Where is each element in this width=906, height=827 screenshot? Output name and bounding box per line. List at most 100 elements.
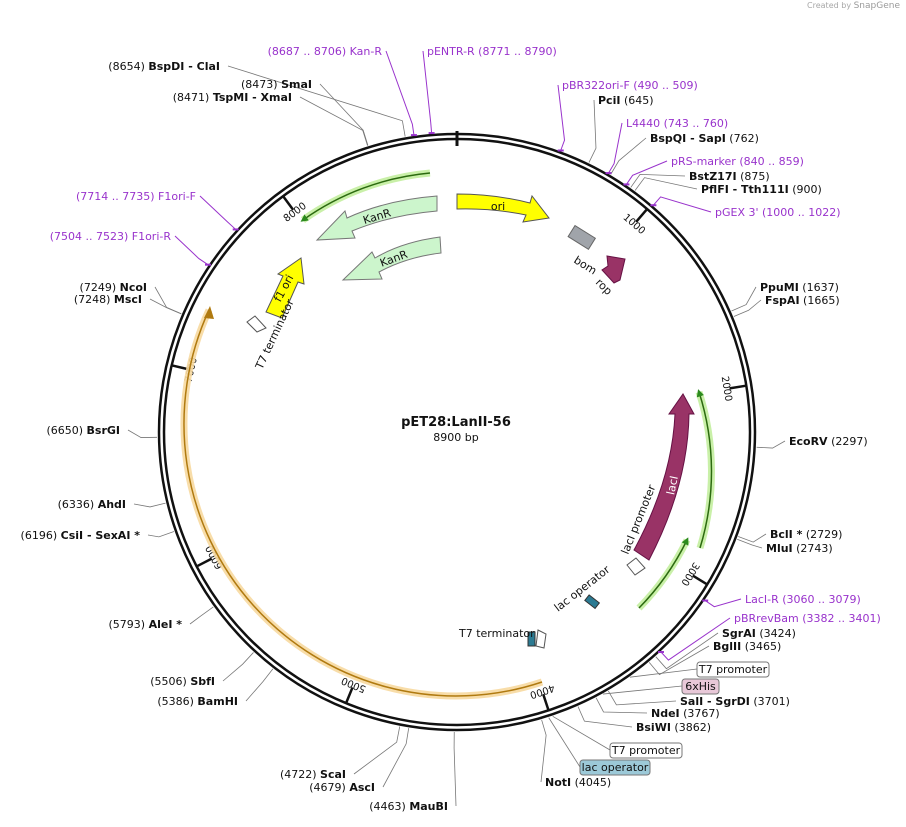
tick-mark [196, 557, 213, 568]
primer-label: LacI-R (3060 .. 3079) [745, 593, 861, 606]
site-leader-line [630, 173, 686, 188]
site-leader-line [245, 668, 274, 702]
tick-mark [692, 574, 708, 585]
site-label: (5793) AleI * [109, 618, 183, 631]
tick-label: 2000 [719, 375, 734, 402]
tick-label: 3000 [678, 560, 701, 587]
laci-arrow [633, 393, 695, 561]
site-leader-line [382, 728, 410, 788]
t7-terminator-bottom-mark [535, 629, 547, 649]
primer-leader-line [608, 122, 623, 174]
boxed-feature-box [579, 759, 651, 776]
primer-label: (7504 .. 7523) F1ori-R [50, 230, 172, 243]
site-leader-line [595, 697, 648, 714]
boxed-feature-box [696, 661, 770, 678]
site-label: (7248) MscI [74, 293, 142, 306]
site-leader-line [453, 731, 457, 807]
site-label: PciI (645) [598, 94, 654, 107]
site-leader-line [222, 652, 254, 682]
site-label: BspQI - SapI (762) [650, 132, 759, 145]
kanr-arrow-2 [341, 236, 442, 281]
site-label: (6336) AhdI [58, 498, 126, 511]
boxed-feature-label: T7 promoter [698, 663, 768, 676]
site-leader-line [634, 177, 698, 191]
ori-label: ori [491, 200, 505, 213]
site-leader-line [154, 286, 182, 315]
lac-operator-glyph [584, 594, 601, 610]
site-label: BstZ17I (875) [689, 170, 770, 183]
created-by-text: Created by [807, 1, 852, 10]
primer-label: (7714 .. 7735) F1ori-F [76, 190, 196, 203]
bom-box [567, 224, 597, 250]
site-leader-line [577, 706, 633, 728]
primer-label: pBRrevBam (3382 .. 3401) [734, 612, 881, 625]
site-label: NotI (4045) [545, 776, 611, 789]
site-label: (5386) BamHI [157, 695, 238, 708]
tick-label: 1000 [621, 212, 648, 237]
restriction-sites: (8654) BspDI - ClaI(8473) SmaI(8471) Tsp… [21, 60, 868, 813]
site-label: (4679) AscI [309, 781, 375, 794]
site-leader-line [731, 286, 757, 312]
site-label: MluI (2743) [766, 542, 833, 555]
primer-label: pENTR-R (8771 .. 8790) [427, 45, 557, 58]
snapgene-logo: SnapGene [853, 1, 900, 11]
site-leader-line [756, 440, 786, 449]
green-arc-top-line [300, 172, 431, 222]
site-label: PpuMI (1637) [760, 281, 839, 294]
primer-leader-line [660, 617, 731, 661]
site-leader-line [648, 645, 710, 676]
laci-label: lacI [664, 475, 681, 496]
boxed-feature-box [681, 678, 720, 695]
laci-promoter-glyph [626, 557, 646, 576]
site-leader-line [299, 96, 368, 146]
site-label: NdeI (3767) [651, 707, 720, 720]
site-leader-line [588, 99, 597, 163]
site-label: (6650) BsrGI [46, 424, 120, 437]
rop-arrow [601, 255, 626, 284]
boxed-leader-line [629, 668, 698, 678]
site-label: (7249) NcoI [80, 281, 147, 294]
site-label: (5506) SbfI [150, 675, 215, 688]
site-leader-line [127, 429, 158, 438]
brand-credit: Created by SnapGene [807, 1, 900, 11]
site-label: BclI * (2729) [770, 528, 842, 541]
plasmid-length: 8900 bp [433, 431, 479, 444]
site-leader-line [189, 606, 214, 625]
boxed-feature-label: T7 promoter [611, 744, 681, 757]
site-leader-line [738, 533, 767, 543]
t7-terminator-bottom-glyph [527, 631, 536, 647]
site-label: EcoRV (2297) [789, 435, 868, 448]
tick-mark [542, 693, 550, 710]
primer-label: (8687 .. 8706) Kan-R [268, 45, 383, 58]
site-leader-line [607, 690, 677, 706]
t7-terminator-bottom-label: T7 terminator [458, 627, 535, 640]
tick-mark [172, 364, 189, 371]
primer-leader-line [174, 235, 209, 266]
t7-terminator-top-glyph [246, 315, 267, 333]
green-arc-promoter-line [638, 537, 689, 609]
site-leader-line [655, 632, 719, 670]
site-leader-line [319, 83, 369, 146]
primer-label: L4440 (743 .. 760) [626, 117, 728, 130]
site-leader-line [147, 531, 175, 538]
f1-ori-arrow [265, 257, 305, 319]
primer-leader-line [385, 50, 415, 136]
site-label: SalI - SgrDI (3701) [680, 695, 790, 708]
site-label: (8654) BspDI - ClaI [108, 60, 220, 73]
site-label: (8473) SmaI [241, 78, 312, 91]
site-label: BglII (3465) [713, 640, 781, 653]
primer-leader-line [199, 195, 237, 230]
site-label: (4463) MauBI [369, 800, 448, 813]
boxed-feature-label: 6xHis [685, 680, 716, 693]
site-label: (4722) ScaI [280, 768, 346, 781]
ori-arrow [456, 193, 550, 223]
primer-label: pRS-marker (840 .. 859) [671, 155, 804, 168]
site-leader-line [133, 502, 166, 508]
primer-leader-line [625, 160, 668, 185]
insert-arc-head [204, 306, 214, 319]
bom-label: bom [571, 254, 599, 278]
boxed-feature-box [609, 742, 683, 759]
primer-label: pBR322ori-F (490 .. 509) [562, 79, 698, 92]
plasmid-title: pET28:LanII-56 [401, 415, 511, 430]
